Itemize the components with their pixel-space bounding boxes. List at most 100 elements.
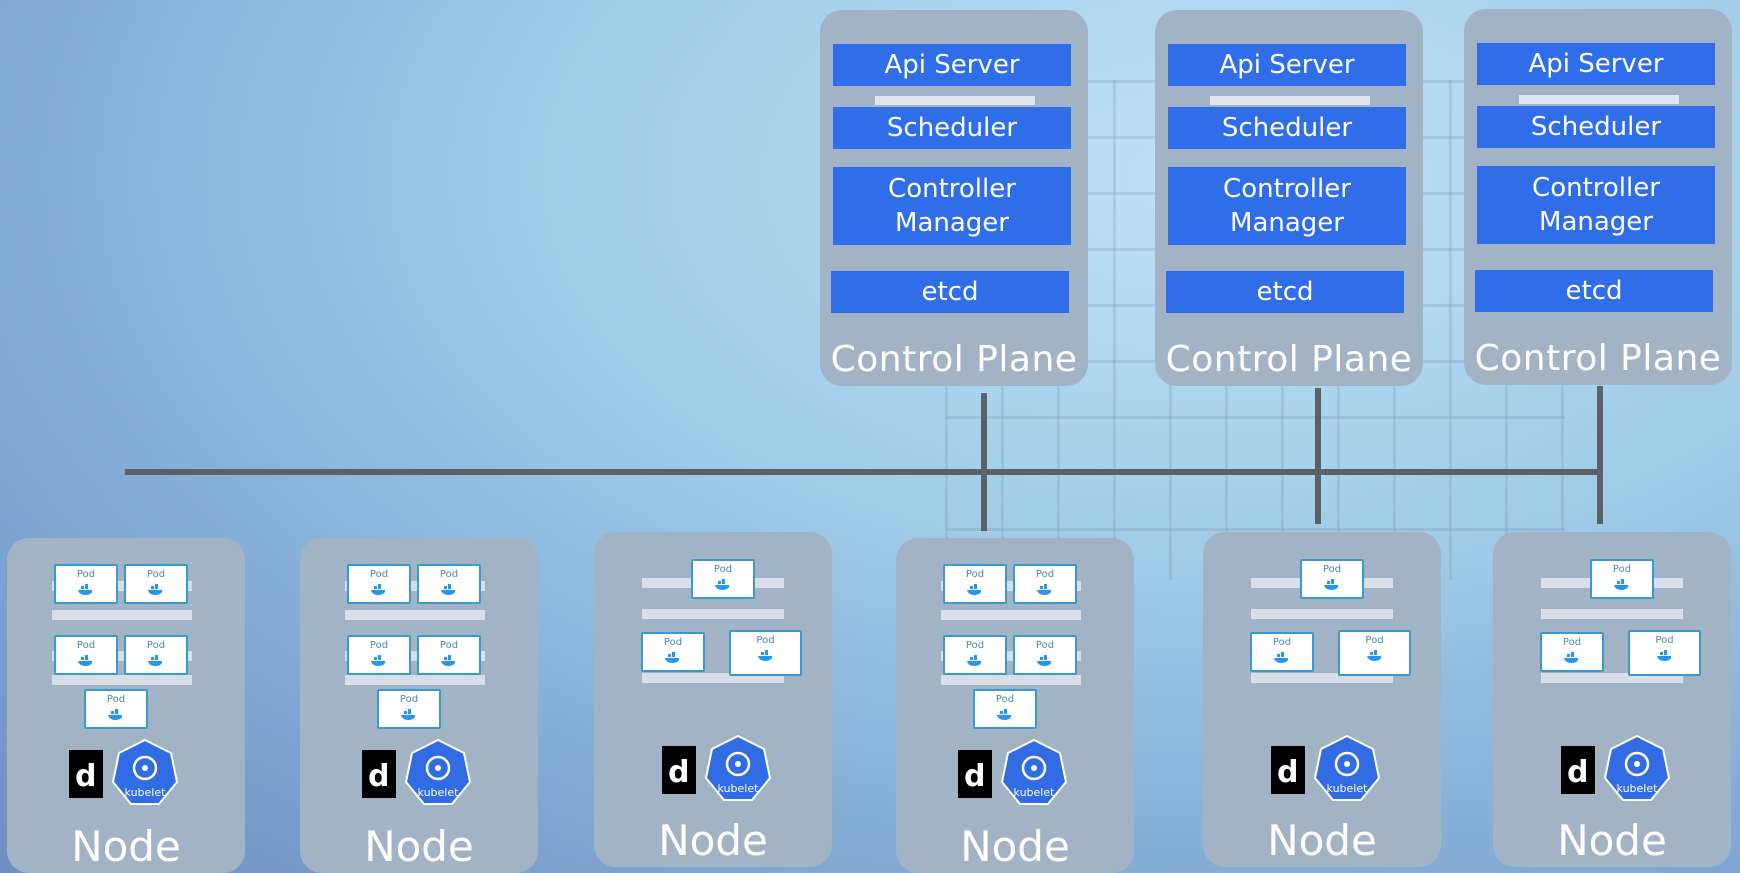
kubelet-icon: kubelet: [111, 738, 179, 805]
docker-icon: d: [362, 750, 396, 798]
pod: Pod: [1013, 564, 1077, 604]
docker-icon: d: [69, 750, 103, 798]
etcd: etcd: [831, 271, 1069, 313]
docker-whale-icon: [56, 652, 116, 671]
docker-icon: d: [1561, 746, 1595, 794]
pod: Pod: [943, 635, 1007, 675]
pod-row-bar: [941, 651, 1081, 661]
svg-text:kubelet: kubelet: [125, 786, 167, 799]
node-4: Pod Pod Pod Pod Pod d kubelet Node: [896, 538, 1134, 873]
pod: Pod: [377, 689, 441, 729]
node-2: Pod Pod Pod Pod Pod d kubelet Node: [300, 538, 538, 873]
pod-label: Pod: [146, 640, 166, 651]
pod-label: Pod: [1035, 640, 1055, 651]
pod: Pod: [973, 689, 1037, 729]
node-6: Pod Pod Pod d kubelet Node: [1493, 532, 1731, 867]
pod-label: Pod: [965, 569, 985, 580]
pod: Pod: [124, 564, 188, 604]
pod: Pod: [641, 632, 705, 672]
pod-label: Pod: [399, 694, 419, 705]
docker-whale-icon: [643, 649, 703, 668]
docker-whale-icon: [1340, 647, 1409, 666]
pod-row-bar: [52, 651, 192, 661]
pod: Pod: [54, 564, 118, 604]
svg-text:kubelet: kubelet: [418, 786, 460, 799]
docker-whale-icon: [1015, 652, 1075, 671]
pod-row-bar: [941, 610, 1081, 620]
pod: Pod: [347, 635, 411, 675]
pod-label: Pod: [106, 694, 126, 705]
separator: [1519, 95, 1679, 104]
cp1-connector: [981, 393, 987, 531]
svg-text:kubelet: kubelet: [718, 782, 760, 795]
docker-whale-icon: [693, 576, 753, 595]
pod: Pod: [1590, 559, 1654, 599]
kubelet-icon: kubelet: [704, 734, 772, 801]
pod: Pod: [1338, 630, 1411, 676]
pod-label: Pod: [439, 569, 459, 580]
pod-row-bar: [345, 675, 485, 685]
cp2-connector: [1315, 388, 1321, 524]
pod: Pod: [417, 564, 481, 604]
pod: Pod: [1300, 559, 1364, 599]
pod-label: Pod: [1322, 564, 1342, 575]
pod: Pod: [943, 564, 1007, 604]
docker-whale-icon: [126, 652, 186, 671]
node-5: Pod Pod Pod d kubelet Node: [1203, 532, 1441, 867]
pod-label: Pod: [756, 635, 775, 646]
pod-row-bar: [1251, 673, 1393, 683]
pod-label: Pod: [76, 569, 96, 580]
api-server: Api Server: [833, 44, 1071, 86]
docker-icon: d: [1271, 746, 1305, 794]
api-server: Api Server: [1168, 44, 1406, 86]
cp3-connector: [1597, 386, 1603, 524]
pod-row-bar: [941, 581, 1081, 591]
scheduler: Scheduler: [833, 107, 1071, 149]
docker-icon: d: [958, 750, 992, 798]
controller-manager: Controller Manager: [1477, 166, 1715, 244]
pod-label: Pod: [1272, 637, 1292, 648]
docker-icon: d: [662, 746, 696, 794]
docker-whale-icon: [349, 652, 409, 671]
docker-whale-icon: [945, 581, 1005, 600]
pod-row-bar: [941, 675, 1081, 685]
pod: Pod: [84, 689, 148, 729]
pod: Pod: [691, 559, 755, 599]
docker-whale-icon: [349, 581, 409, 600]
kubelet-icon: kubelet: [404, 738, 472, 805]
cluster-network-line: [125, 469, 1601, 475]
node-title: Node: [658, 816, 768, 865]
pod-label: Pod: [1612, 564, 1632, 575]
svg-text:kubelet: kubelet: [1327, 782, 1369, 795]
pod-label: Pod: [369, 569, 389, 580]
node-1: Pod Pod Pod Pod Pod d kubelet Node: [7, 538, 245, 873]
pod-row-bar: [52, 610, 192, 620]
pod-row-bar: [1541, 673, 1683, 683]
pod: Pod: [1250, 632, 1314, 672]
node-title: Node: [71, 822, 181, 871]
pod: Pod: [417, 635, 481, 675]
pod: Pod: [124, 635, 188, 675]
node-title: Node: [960, 822, 1070, 871]
pod: Pod: [1540, 632, 1604, 672]
svg-text:kubelet: kubelet: [1617, 782, 1659, 795]
control-plane-title: Control Plane: [1165, 339, 1413, 380]
pod: Pod: [1013, 635, 1077, 675]
pod-label: Pod: [713, 564, 733, 575]
node-title: Node: [1267, 816, 1377, 865]
pod-label: Pod: [1035, 569, 1055, 580]
pod-row-bar: [52, 675, 192, 685]
scheduler: Scheduler: [1168, 107, 1406, 149]
docker-whale-icon: [56, 581, 116, 600]
docker-whale-icon: [975, 706, 1035, 725]
scheduler: Scheduler: [1477, 106, 1715, 148]
api-server: Api Server: [1477, 43, 1715, 85]
kubelet-icon: kubelet: [1603, 734, 1671, 801]
docker-whale-icon: [1542, 649, 1602, 668]
separator: [1210, 96, 1370, 105]
kubelet-icon: kubelet: [1000, 738, 1068, 805]
kubelet-icon: kubelet: [1313, 734, 1381, 801]
node-3: Pod Pod Pod d kubelet Node: [594, 532, 832, 867]
pod-label: Pod: [76, 640, 96, 651]
pod: Pod: [347, 564, 411, 604]
